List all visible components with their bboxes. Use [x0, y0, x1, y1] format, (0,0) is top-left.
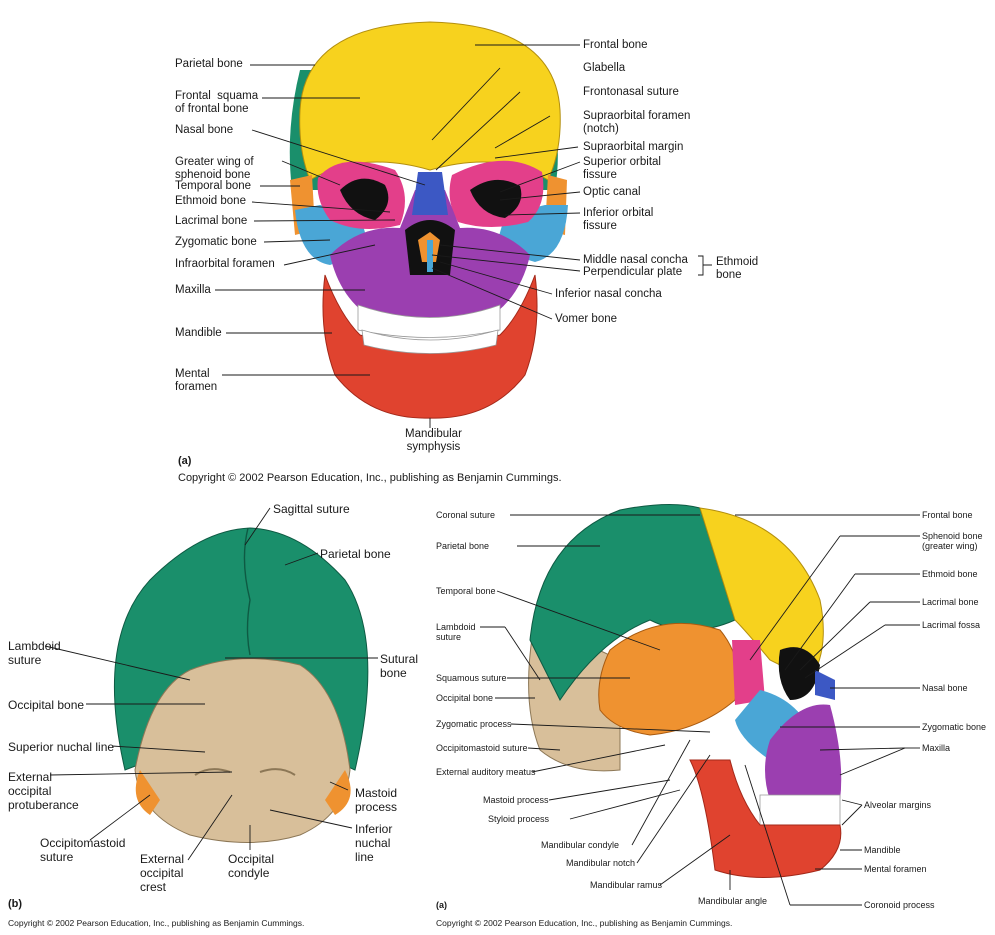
label-maxilla: Maxilla	[175, 284, 211, 296]
label-coronal-suture: Coronal suture	[436, 510, 496, 520]
label-supraorbital-foramen: Supraorbital foramen (notch)	[583, 110, 691, 135]
label-nasal-bone-lat: Nasal bone	[922, 683, 968, 693]
label-mandibular-notch: Mandibular notch	[566, 858, 636, 868]
label-frontal-squama: Frontal squama of frontal bone	[175, 90, 259, 115]
label-perpendicular-plate: Perpendicular plate	[583, 266, 683, 278]
label-styloid-process: Styloid process	[488, 814, 550, 824]
label-inferior-nuchal-line: Inferior nuchal line	[355, 822, 393, 864]
label-external-occipital-crest: External occipital crest	[140, 852, 185, 894]
copyright-b: Copyright © 2002 Pearson Education, Inc.…	[8, 918, 305, 928]
lateral-skull	[528, 503, 842, 878]
label-zygomatic-process: Zygomatic process	[436, 719, 512, 729]
label-parietal-bone: Parietal bone	[175, 58, 243, 70]
label-frontal-bone: Frontal bone	[583, 39, 648, 51]
label-parietal-bone-b: Parietal bone	[320, 547, 391, 561]
label-supraorbital-margin: Supraorbital margin	[583, 141, 684, 153]
label-infraorbital-foramen: Infraorbital foramen	[175, 258, 275, 270]
label-inferior-orbital-fissure: Inferior orbital fissure	[583, 207, 654, 232]
label-vomer-bone: Vomer bone	[555, 313, 618, 325]
label-alveolar-margins: Alveolar margins	[864, 800, 932, 810]
label-ethmoid-bone: Ethmoid bone	[175, 195, 246, 207]
label-mental-foramen-lat: Mental foramen	[864, 864, 927, 874]
label-glabella: Glabella	[583, 62, 626, 74]
label-external-occipital-protuberance: External occipital protuberance	[8, 770, 79, 812]
label-ethmoid-bone-lat: Ethmoid bone	[922, 569, 978, 579]
label-superior-nuchal-line: Superior nuchal line	[8, 740, 115, 754]
label-temporal-bone: Temporal bone	[175, 180, 252, 192]
label-occipital-bone: Occipital bone	[8, 698, 85, 712]
label-coronoid-process: Coronoid process	[864, 900, 935, 910]
label-lambdoid-suture: Lambdoid suture	[8, 639, 61, 667]
label-zygomatic-bone: Zygomatic bone	[175, 236, 257, 248]
label-mental-foramen: Mental foramen	[175, 368, 218, 393]
label-maxilla-lat: Maxilla	[922, 743, 951, 753]
label-lacrimal-bone-lat: Lacrimal bone	[922, 597, 979, 607]
label-lambdoid-suture-lat: Lambdoid suture	[436, 622, 476, 642]
label-mandibular-condyle: Mandibular condyle	[541, 840, 620, 850]
label-sphenoid-greater-wing: Sphenoid bone (greater wing)	[922, 531, 983, 551]
label-lacrimal-bone: Lacrimal bone	[175, 215, 248, 227]
leader-lines	[44, 44, 920, 906]
label-frontal-bone-lat: Frontal bone	[922, 510, 973, 520]
panel-letter-a-top: (a)	[178, 455, 192, 467]
label-sutural-bone: Sutural bone	[380, 652, 419, 680]
label-parietal-bone-lat: Parietal bone	[436, 541, 490, 551]
label-mastoid-process-b: Mastoid process	[355, 786, 398, 814]
label-sagittal-suture: Sagittal suture	[273, 502, 350, 516]
label-mandible: Mandible	[175, 327, 222, 339]
label-occipitomastoid-suture-b: Occipitomastoid suture	[40, 836, 126, 864]
label-mandibular-ramus: Mandibular ramus	[590, 880, 663, 890]
label-external-auditory-meatus: External auditory meatus	[436, 767, 536, 777]
anterior-skull	[289, 21, 568, 419]
panel-letter-b: (b)	[8, 898, 23, 910]
label-ethmoid-bracket: Ethmoid bone	[716, 256, 759, 281]
label-frontonasal-suture: Frontonasal suture	[583, 86, 679, 98]
label-greater-wing-sphenoid: Greater wing of sphenoid bone	[175, 156, 254, 181]
label-mastoid-process-lat: Mastoid process	[483, 795, 549, 805]
label-zygomatic-bone-lat: Zygomatic bone	[922, 722, 987, 732]
copyright-top: Copyright © 2002 Pearson Education, Inc.…	[178, 472, 562, 484]
label-superior-orbital-fissure: Superior orbital fissure	[583, 156, 661, 181]
posterior-skull	[113, 527, 369, 843]
label-occipital-condyle: Occipital condyle	[228, 852, 275, 880]
label-occipital-bone-lat: Occipital bone	[436, 693, 494, 703]
label-inferior-nasal-concha: Inferior nasal concha	[555, 288, 662, 300]
panel-letter-a-lateral: (a)	[436, 900, 447, 910]
label-squamous-suture: Squamous suture	[436, 673, 507, 683]
label-mandible-lat: Mandible	[864, 845, 901, 855]
label-occipitomastoid-suture-lat: Occipitomastoid suture	[436, 743, 528, 753]
label-temporal-bone-lat: Temporal bone	[436, 586, 496, 596]
label-nasal-bone: Nasal bone	[175, 124, 234, 136]
copyright-lateral: Copyright © 2002 Pearson Education, Inc.…	[436, 918, 733, 928]
label-mandibular-symphysis: Mandibular symphysis	[405, 428, 462, 453]
label-middle-nasal-concha: Middle nasal concha	[583, 254, 688, 266]
label-optic-canal: Optic canal	[583, 186, 641, 198]
label-lacrimal-fossa: Lacrimal fossa	[922, 620, 981, 630]
label-mandibular-angle: Mandibular angle	[698, 896, 768, 906]
